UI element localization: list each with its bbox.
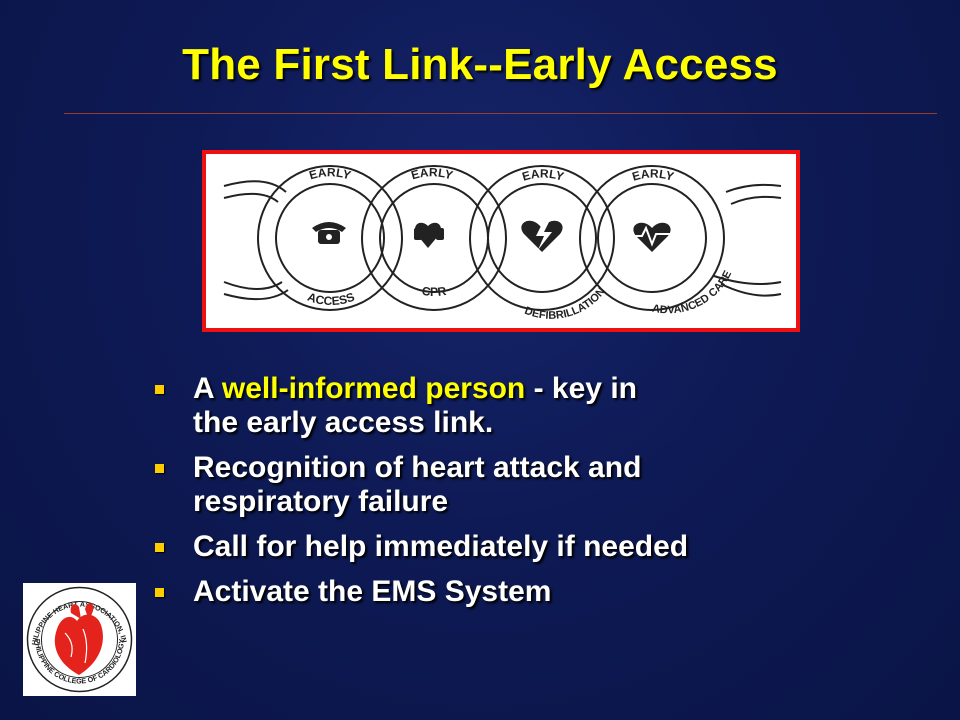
chain-of-survival-image: EARLY ACCESS EARLY CPR EARLY DEFIBRILLAT… bbox=[202, 150, 800, 332]
bullet-list: A well-informed person - key in the earl… bbox=[150, 372, 870, 620]
bullet-marker bbox=[155, 588, 164, 597]
chain-label-early-1: EARLY bbox=[308, 165, 353, 182]
chain-label-cpr: CPR bbox=[421, 284, 447, 299]
title-divider bbox=[64, 113, 937, 114]
bullet-marker bbox=[155, 543, 164, 552]
bullet-marker bbox=[155, 464, 164, 473]
heartbeat-heart-icon bbox=[632, 222, 672, 252]
bullet-item-activate-ems: Activate the EMS System bbox=[150, 575, 870, 609]
highlight-text: well-informed person bbox=[221, 372, 526, 405]
chain-label-early-3: EARLY bbox=[520, 167, 565, 184]
chain-label-access: ACCESS bbox=[306, 290, 357, 309]
chain-label-advanced-care: ADVANCED CARE bbox=[651, 269, 734, 317]
chain-label-early-4: EARLY bbox=[630, 167, 675, 184]
hands-heart-icon bbox=[414, 222, 444, 248]
bullet-item-call-for-help: Call for help immediately if needed bbox=[150, 530, 870, 564]
chain-illustration: EARLY ACCESS EARLY CPR EARLY DEFIBRILLAT… bbox=[223, 165, 782, 322]
telephone-icon bbox=[312, 222, 346, 244]
chain-label-early-2: EARLY bbox=[410, 165, 455, 182]
lightning-heart-icon bbox=[521, 220, 563, 252]
bullet-item-well-informed: A well-informed person - key in the earl… bbox=[150, 372, 870, 440]
bullet-marker bbox=[155, 385, 164, 394]
heart-icon bbox=[54, 603, 103, 675]
association-logo: PHILIPPINE HEART ASSOCIATION, INC. PHILI… bbox=[20, 576, 136, 696]
slide-title: The First Link--Early Access bbox=[182, 40, 778, 89]
bullet-item-recognition: Recognition of heart attack and respirat… bbox=[150, 451, 870, 519]
